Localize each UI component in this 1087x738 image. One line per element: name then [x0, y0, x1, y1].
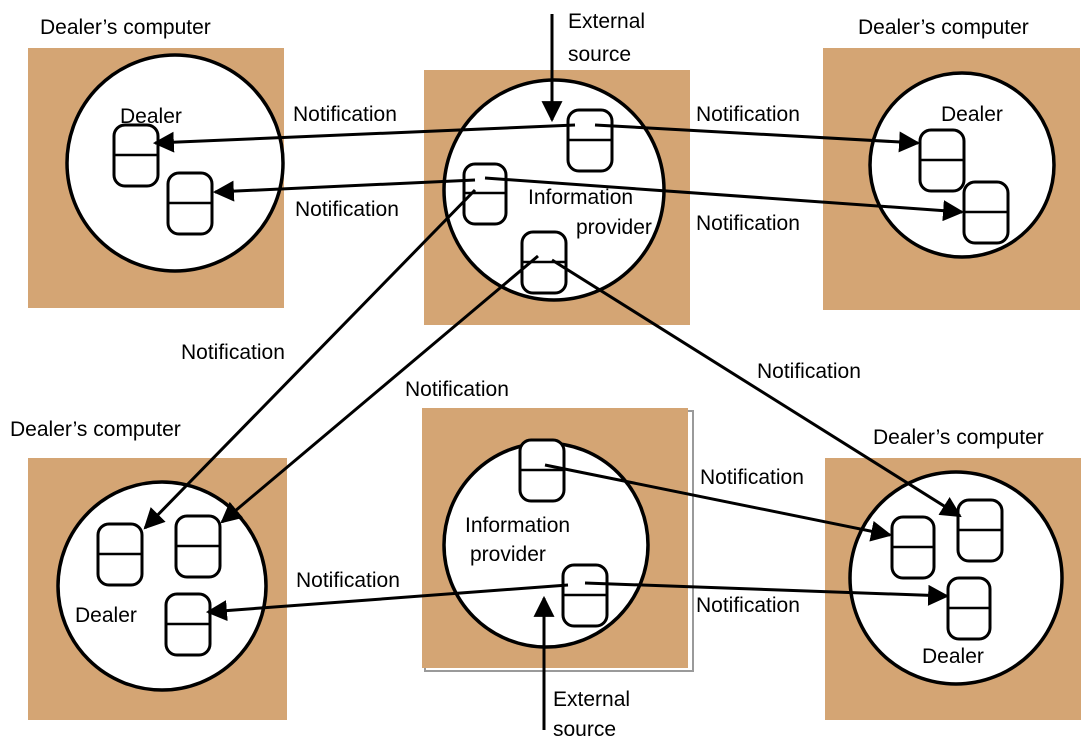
dealer-circle-top-left: [65, 53, 285, 273]
external-source-label: source: [568, 43, 631, 66]
dealer-circle-bottom-left: [56, 480, 268, 692]
information-provider-label: provider: [470, 543, 546, 566]
external-source-label: External: [553, 688, 630, 711]
information-provider-label: Information: [465, 514, 570, 537]
external-source-label: External: [568, 10, 645, 33]
external-source-label: source: [553, 718, 616, 738]
datastore-icon: [956, 498, 1004, 563]
notification-label: Notification: [293, 103, 397, 126]
dealer-label: Dealer: [922, 645, 984, 668]
notification-arrow: [143, 188, 477, 530]
notification-label: Notification: [295, 198, 399, 221]
notification-label: Notification: [696, 103, 800, 126]
notification-arrow: [544, 463, 893, 542]
datastore-icon: [918, 128, 966, 193]
datastore-icon: [890, 515, 936, 580]
notification-label: Notification: [700, 466, 804, 489]
notification-arrow: [152, 123, 576, 153]
datastore-icon: [946, 576, 992, 641]
notification-label: Notification: [296, 569, 400, 592]
datastore-icon: [561, 563, 609, 628]
information-provider-label: Information: [528, 186, 633, 209]
dealer-label: Dealer: [941, 103, 1003, 126]
datastore-icon: [520, 230, 568, 295]
notification-arrow: [484, 176, 965, 222]
datastore-icon: [518, 438, 566, 503]
datastore-icon: [962, 180, 1010, 245]
notification-label: Notification: [696, 212, 800, 235]
notification-arrow: [220, 254, 539, 524]
datastore-icon: [112, 123, 160, 188]
notification-arrow: [212, 178, 476, 202]
dealer-label: Dealer: [75, 604, 137, 627]
information-provider-label: provider: [576, 216, 652, 239]
notification-arrow: [551, 258, 962, 518]
notification-label: Notification: [757, 360, 861, 383]
dealers-computer-label: Dealer’s computer: [858, 16, 1029, 39]
notification-label: Notification: [696, 594, 800, 617]
notification-label: Notification: [405, 378, 509, 401]
notification-arrow: [594, 123, 921, 153]
datastore-icon: [174, 514, 222, 579]
notification-label: Notification: [181, 341, 285, 364]
datastore-icon: [166, 171, 214, 236]
dealers-computer-label: Dealer’s computer: [873, 426, 1044, 449]
dealer-label: Dealer: [120, 105, 182, 128]
datastore-icon: [566, 108, 614, 173]
dealers-computer-label: Dealer’s computer: [10, 418, 181, 441]
dealers-computer-label: Dealer’s computer: [40, 16, 211, 39]
notification-arrow: [584, 581, 950, 606]
datastore-icon: [96, 522, 144, 587]
notification-arrow: [205, 583, 569, 622]
datastore-icon: [164, 592, 212, 657]
